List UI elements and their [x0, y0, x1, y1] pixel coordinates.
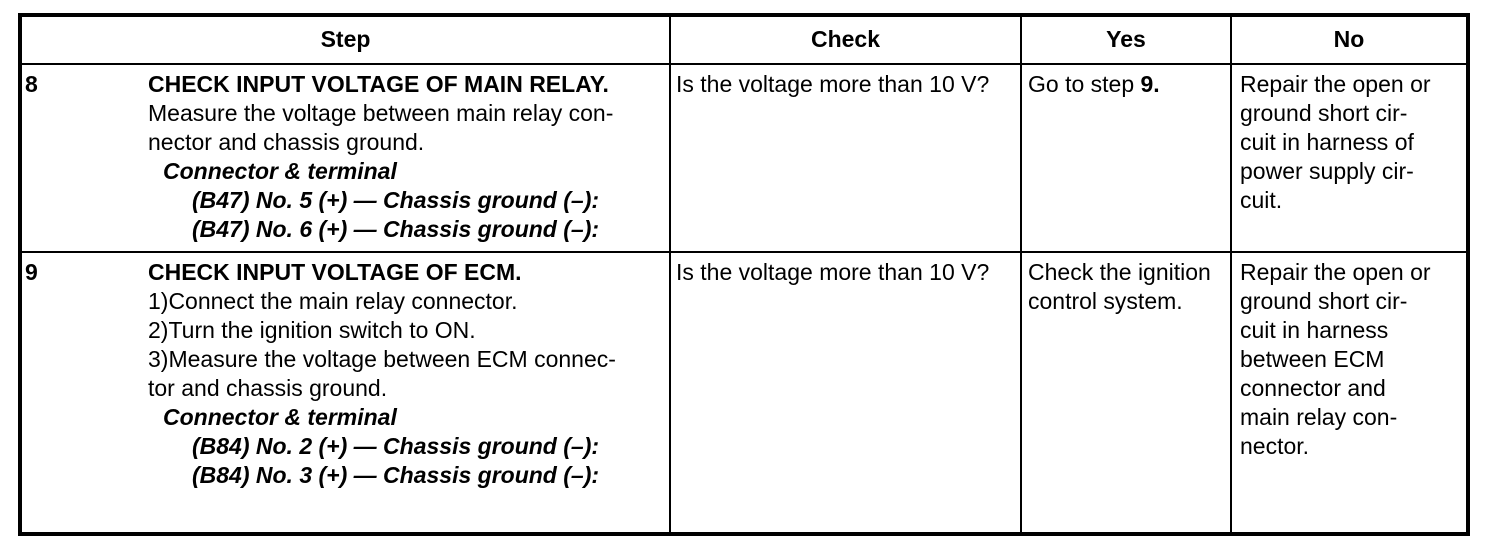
terminal-line: (B84) No. 2 (+) — Chassis ground (–):	[192, 433, 600, 459]
step-body-line: Measure the voltage between main relay c…	[148, 100, 614, 126]
no-cell: Repair the open or ground short cir- cui…	[1230, 63, 1469, 253]
step-number: 8	[25, 71, 38, 97]
header-cell-check: Check	[669, 14, 1022, 65]
yes-action-text: Go to step	[1028, 71, 1141, 97]
check-cell: Is the voltage more than 10 V?	[669, 251, 1022, 535]
no-action-line: Repair the open or	[1240, 259, 1431, 285]
check-cell: Is the voltage more than 10 V?	[669, 63, 1022, 253]
terminal-line: (B47) No. 5 (+) — Chassis ground (–):	[192, 187, 600, 213]
table-row-step-9: 9 CHECK INPUT VOLTAGE OF ECM. 1)Connect …	[19, 251, 1469, 535]
table-row-step-8: 8 CHECK INPUT VOLTAGE OF MAIN RELAY. Mea…	[19, 63, 1469, 253]
diagnostic-table: Step Check Yes No 8 CHECK INPUT VOLTAGE …	[18, 13, 1470, 536]
step-title: CHECK INPUT VOLTAGE OF MAIN RELAY.	[148, 71, 609, 97]
check-question: Is the voltage more than 10 V?	[676, 71, 990, 97]
no-action-line: Repair the open or	[1240, 71, 1431, 97]
check-question: Is the voltage more than 10 V?	[676, 259, 990, 285]
terminal-line: (B84) No. 3 (+) — Chassis ground (–):	[192, 462, 600, 488]
step-description: CHECK INPUT VOLTAGE OF MAIN RELAY. Measu…	[148, 70, 669, 244]
no-action-line: between ECM	[1240, 346, 1385, 372]
no-action-line: connector and	[1240, 375, 1386, 401]
yes-cell: Go to step 9.	[1020, 63, 1232, 253]
header-row: Step Check Yes No	[19, 14, 1469, 65]
step-number: 9	[25, 259, 38, 285]
step-body-line: 3)Measure the voltage between ECM connec…	[148, 346, 616, 372]
yes-action-line: control system.	[1028, 288, 1183, 314]
step-body-line: 2)Turn the ignition switch to ON.	[148, 317, 476, 343]
step-description: CHECK INPUT VOLTAGE OF ECM. 1)Connect th…	[148, 258, 669, 490]
step-cell: 8 CHECK INPUT VOLTAGE OF MAIN RELAY. Mea…	[19, 63, 671, 253]
no-action-line: ground short cir-	[1240, 100, 1408, 126]
yes-cell: Check the ignition control system.	[1020, 251, 1232, 535]
terminal-line: (B47) No. 6 (+) — Chassis ground (–):	[192, 216, 600, 242]
no-cell: Repair the open or ground short cir- cui…	[1230, 251, 1469, 535]
no-action-line: power supply cir-	[1240, 158, 1414, 184]
no-action-line: ground short cir-	[1240, 288, 1408, 314]
header-cell-no: No	[1230, 14, 1469, 65]
no-action-line: cuit.	[1240, 187, 1283, 213]
no-action-line: main relay con-	[1240, 404, 1398, 430]
header-cell-step: Step	[19, 14, 671, 65]
connector-terminal-heading: Connector & terminal	[163, 404, 397, 430]
yes-action: Go to step 9.	[1028, 70, 1226, 99]
yes-step-reference: 9.	[1140, 71, 1160, 97]
yes-action-line: Check the ignition	[1028, 259, 1211, 285]
header-cell-yes: Yes	[1020, 14, 1232, 65]
step-body-line: 1)Connect the main relay connector.	[148, 288, 518, 314]
step-body-line: nector and chassis ground.	[148, 129, 425, 155]
step-cell: 9 CHECK INPUT VOLTAGE OF ECM. 1)Connect …	[19, 251, 671, 535]
no-action-line: cuit in harness	[1240, 317, 1389, 343]
step-title: CHECK INPUT VOLTAGE OF ECM.	[148, 259, 522, 285]
no-action-line: cuit in harness of	[1240, 129, 1414, 155]
no-action-line: nector.	[1240, 433, 1310, 459]
connector-terminal-heading: Connector & terminal	[163, 158, 397, 184]
step-body-line: tor and chassis ground.	[148, 375, 388, 401]
